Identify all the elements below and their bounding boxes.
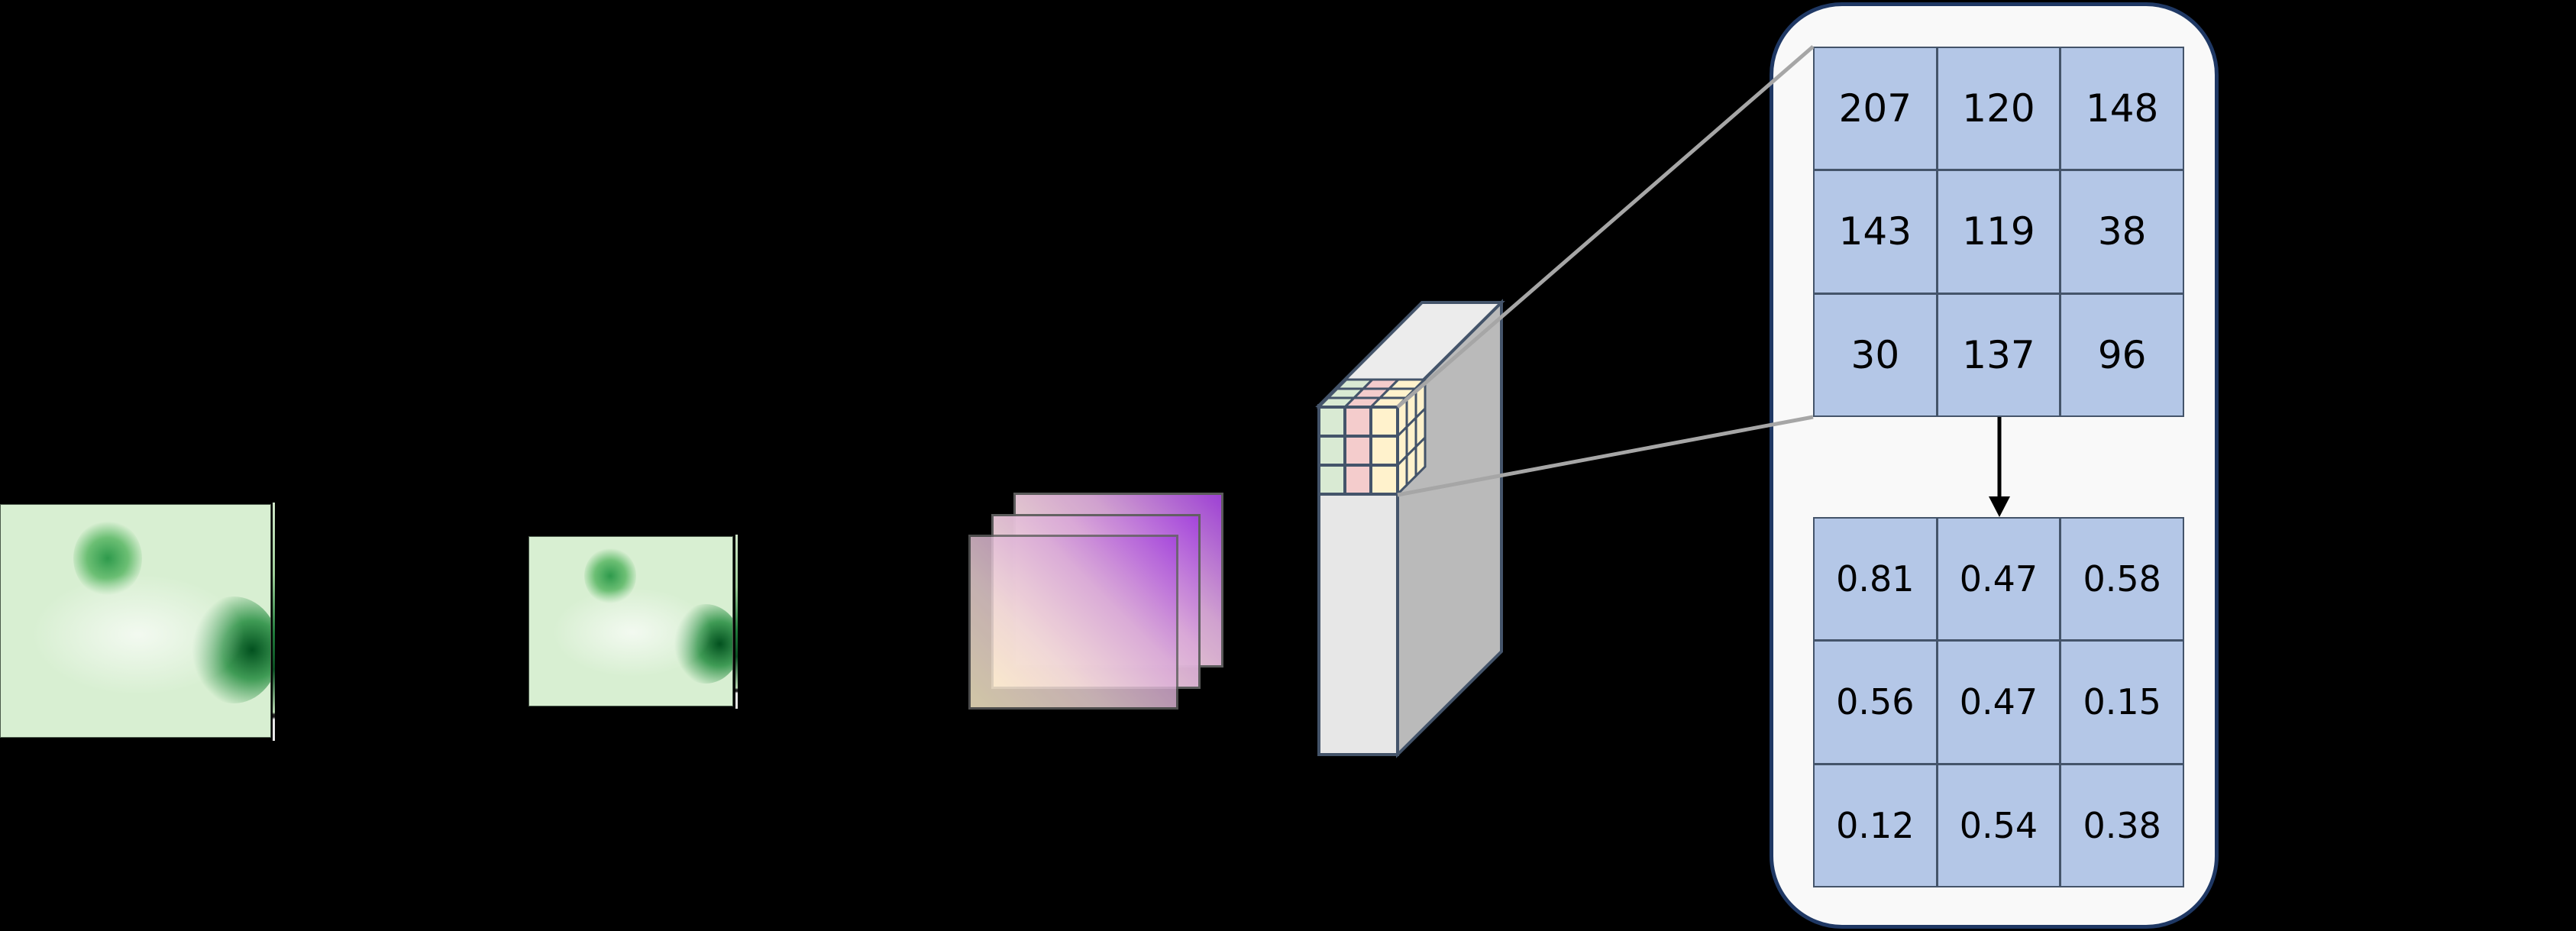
matrix-cell: 38: [2061, 171, 2183, 293]
matrix-cell: 0.54: [1938, 765, 2060, 886]
matrix-cell: 0.47: [1938, 642, 2060, 763]
heatmap-light-region: [552, 587, 713, 677]
zoom-connector-bottom: [1397, 415, 1814, 497]
input-heatmap: [0, 504, 271, 738]
input-heatmap-colorbar: [273, 503, 275, 741]
down-arrow-icon: [1989, 496, 2010, 517]
kernel-cube-front: [1317, 406, 1399, 496]
heatmap-light-region: [31, 574, 245, 696]
resized-heatmap: [528, 536, 733, 706]
matrix-cell: 0.47: [1938, 519, 2060, 640]
matrix-cell: 0.15: [2061, 642, 2183, 763]
matrix-cell: 0.12: [1815, 765, 1936, 886]
matrix-cell: 0.38: [2061, 765, 2183, 886]
matrix-cell: 119: [1938, 171, 2060, 293]
normalized-value-matrix: 0.81 0.47 0.58 0.56 0.47 0.15 0.12 0.54 …: [1813, 517, 2184, 887]
matrix-cell: 30: [1815, 294, 1936, 415]
kernel-cube-top: [1316, 378, 1427, 409]
feature-map-front: [968, 535, 1178, 710]
raw-value-matrix: 207 120 148 143 119 38 30 137 96: [1813, 47, 2184, 417]
zoom-connector-top: [1396, 45, 1815, 409]
matrix-cell: 0.81: [1815, 519, 1936, 640]
resized-heatmap-colorbar: [735, 535, 738, 709]
matrix-cell: 148: [2061, 48, 2183, 170]
matrix-cell: 207: [1815, 48, 1936, 170]
matrix-cell: 120: [1938, 48, 2060, 170]
matrix-cell: 0.56: [1815, 642, 1936, 763]
matrix-cell: 137: [1938, 294, 2060, 415]
matrix-cell: 96: [2061, 294, 2183, 415]
matrix-cell: 143: [1815, 171, 1936, 293]
matrix-cell: 0.58: [2061, 519, 2183, 640]
